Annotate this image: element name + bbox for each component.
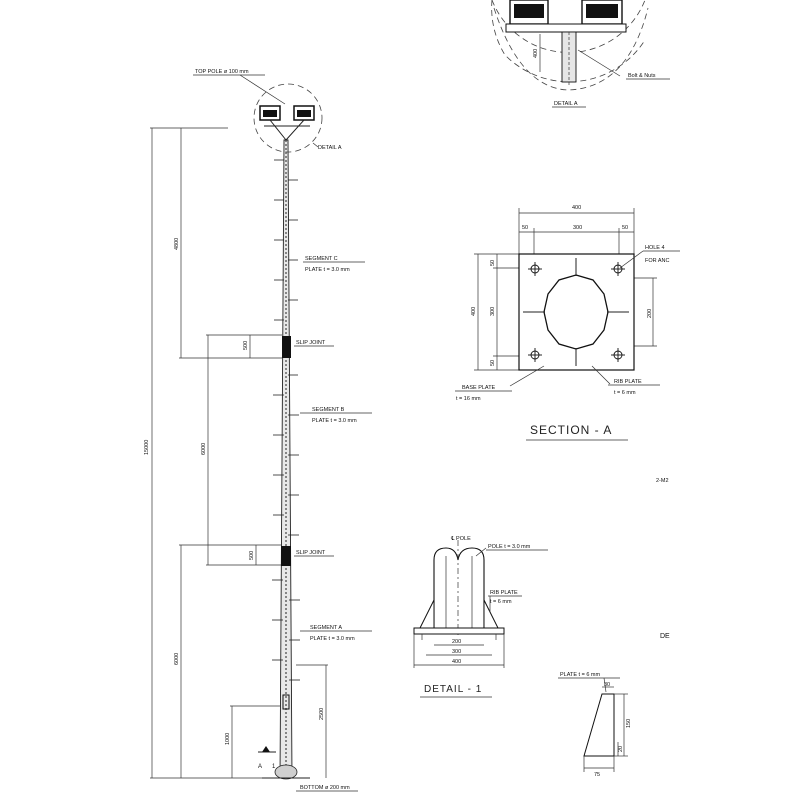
lower-dim-2: 1000 <box>225 733 231 745</box>
detail-1-dim-mid: 300 <box>452 649 461 655</box>
pole-section <box>543 274 609 350</box>
section-a-title: SECTION - A <box>530 423 612 437</box>
section-dim-side-total: 400 <box>471 307 477 316</box>
pole-step-rungs <box>272 159 300 681</box>
handhole <box>282 694 290 710</box>
rib-plate-label: RIB PLATE <box>614 379 642 385</box>
detail-1-pole-thk: POLE t = 3.0 mm <box>488 544 531 550</box>
rib-plate-detail: PLATE t = 6 mm 30 150 20 75 <box>558 672 632 778</box>
base-plate-thk: t = 16 mm <box>456 396 481 402</box>
segment-a-dim: 6000 <box>174 653 180 665</box>
pole-elevation: 15000 4800 6000 6000 1000 2500 500 500 <box>144 69 372 792</box>
slip-joint-1-block <box>282 336 291 358</box>
section-a: 400 300 50 50 400 300 50 50 200 <box>455 205 680 441</box>
anchor-holes <box>528 262 625 362</box>
rib-plate-profile <box>583 693 615 757</box>
base-plate-label: BASE PLATE <box>462 385 496 391</box>
detail-1-dim-inner: 200 <box>452 639 461 645</box>
section-dim-side-inner: 300 <box>490 307 496 316</box>
detail-a: 400 Bolt & Nuts DETAIL A <box>491 0 670 108</box>
rib-dim-base: 75 <box>594 772 600 778</box>
detail-1-base-plate <box>413 627 505 635</box>
rib-dim-top: 30 <box>604 682 610 688</box>
segment-a-name: SEGMENT A <box>310 625 342 631</box>
edge-text-1: 2-M2 <box>656 478 669 484</box>
slip-joint-2-block <box>281 546 291 566</box>
segment-b-plate: PLATE t = 3.0 mm <box>312 418 357 424</box>
segment-b-dim: 6000 <box>201 443 207 455</box>
lower-dim-1: 2500 <box>319 708 325 720</box>
hole-label: HOLE 4 <box>645 245 665 251</box>
section-marker-num: 1 <box>272 764 276 770</box>
detail-1: 200 300 400 ℄ POLE POLE t = 3.0 mm RIB P… <box>413 536 548 698</box>
detail-a-circle-small <box>253 83 323 153</box>
slip-joint-1-label: SLIP JOINT <box>296 340 326 346</box>
rib-dim-small: 20 <box>618 746 624 752</box>
pole-shaft <box>279 139 293 779</box>
pole-base <box>274 764 298 780</box>
total-height-dim: 15000 <box>144 440 150 455</box>
anchor-label: FOR ANC <box>645 258 669 264</box>
segment-b-name: SEGMENT B <box>312 407 345 413</box>
section-marker-a: A <box>258 764 262 770</box>
detail-1-rib-thk: t = 6 mm <box>490 599 512 605</box>
section-dim-right: 200 <box>647 309 653 318</box>
rib-plate-thk: t = 6 mm <box>614 390 636 396</box>
slip-dim-1: 500 <box>243 341 249 350</box>
section-dim-side-bottom: 50 <box>490 360 496 366</box>
detail-1-rib-label: RIB PLATE <box>490 590 518 596</box>
edge-text-2: DE <box>660 633 670 640</box>
slip-dim-2: 500 <box>249 551 255 560</box>
section-dim-edge-right: 50 <box>622 225 628 231</box>
pole-center-label: ℄ POLE <box>450 536 471 542</box>
section-dim-total: 400 <box>572 205 581 211</box>
bottom-pole-label: BOTTOM ø 200 mm <box>300 785 350 791</box>
segment-a-plate: PLATE t = 3.0 mm <box>310 636 355 642</box>
slip-joint-2-label: SLIP JOINT <box>296 550 326 556</box>
section-dim-side-top: 50 <box>490 260 496 266</box>
lamp-head-left <box>259 105 281 121</box>
bolt-label: Bolt & Nuts <box>628 73 656 79</box>
section-dim-inner: 300 <box>573 225 582 231</box>
segment-c-plate: PLATE t = 3.0 mm <box>305 267 350 273</box>
segment-c-dim: 4800 <box>174 238 180 250</box>
detail-1-title: DETAIL - 1 <box>424 684 482 695</box>
top-pole-label: TOP POLE ø 100 mm <box>195 69 249 75</box>
section-dim-edge-left: 50 <box>522 225 528 231</box>
lamp-head-right <box>293 105 315 121</box>
rib-dim-height: 150 <box>626 719 632 728</box>
detail-1-dim-total: 400 <box>452 659 461 665</box>
detail-a-title: DETAIL A <box>554 101 578 107</box>
detail-a-dim: 400 <box>533 49 539 58</box>
detail-a-ref: DETAIL A <box>318 145 342 151</box>
segment-c-name: SEGMENT C <box>305 256 338 262</box>
rib-detail-plate-label: PLATE t = 6 mm <box>560 672 601 678</box>
detail-1-pole <box>433 547 485 630</box>
